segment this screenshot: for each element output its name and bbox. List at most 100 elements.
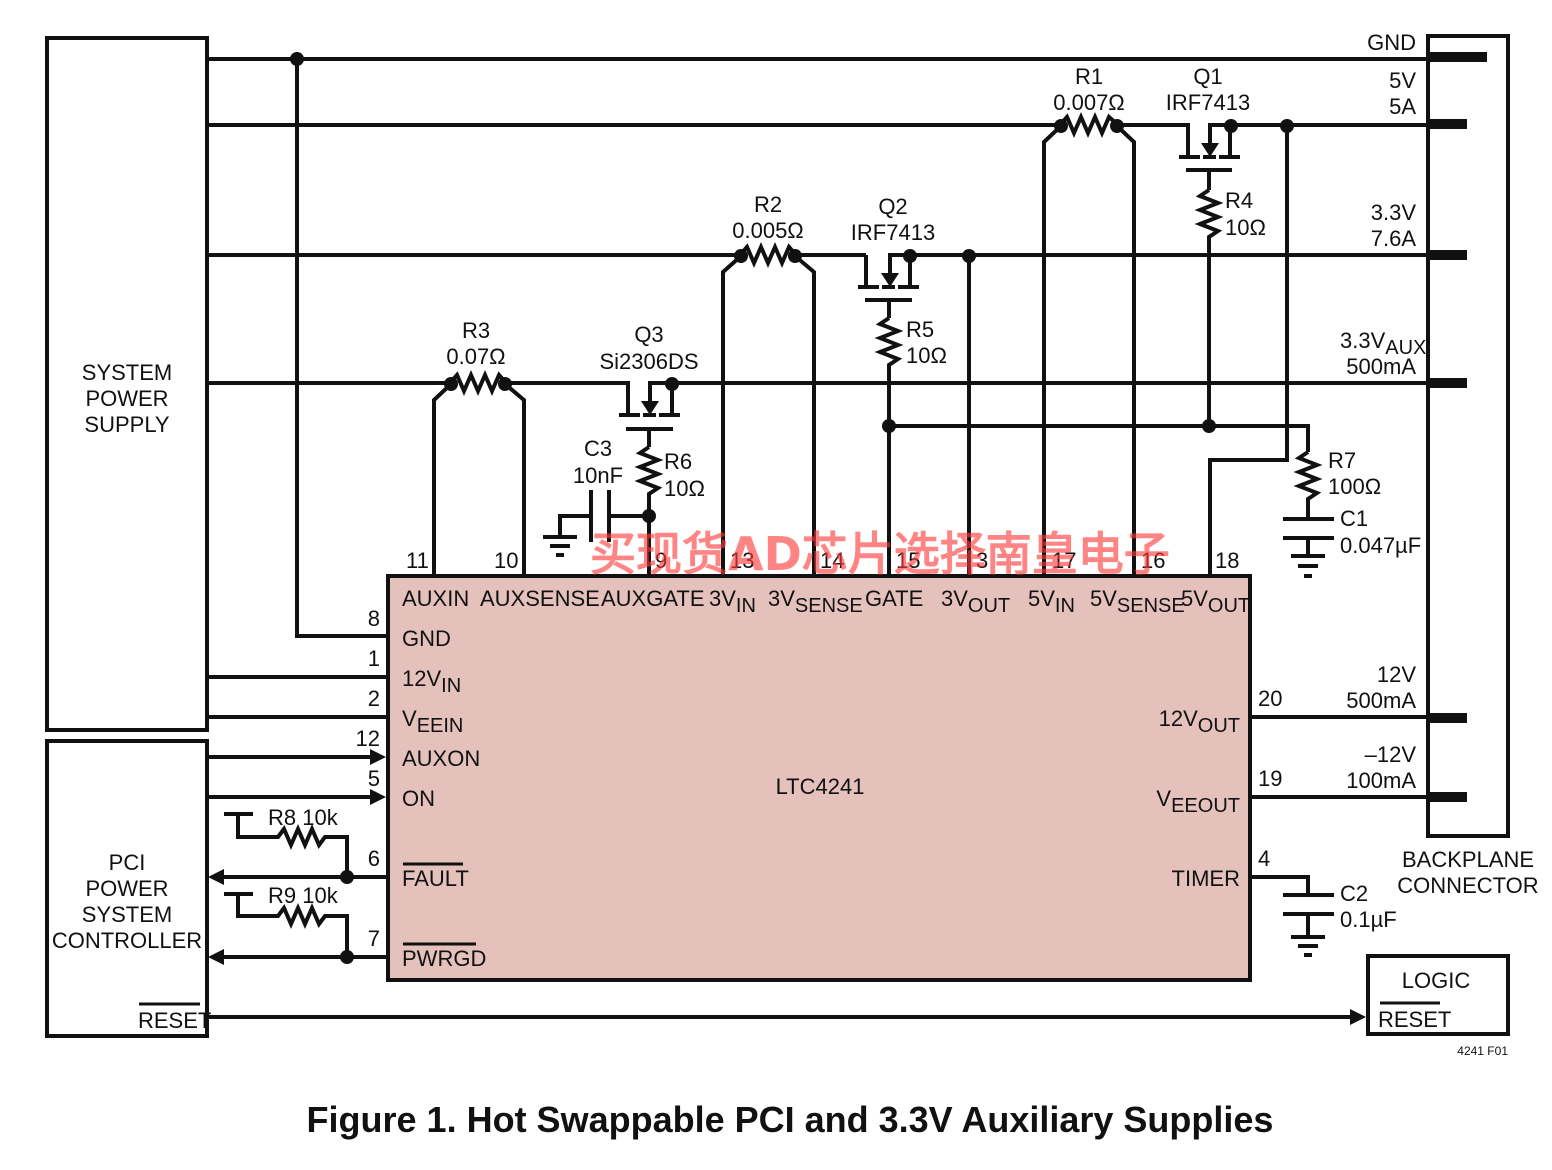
- system-power-supply-label-3: SUPPLY: [84, 412, 170, 437]
- pin-label-on: ON: [402, 786, 435, 811]
- pin-number: 2: [368, 686, 380, 711]
- r2-sense-wire-left: [721, 254, 743, 575]
- chip-name: LTC4241: [776, 774, 865, 799]
- pin-label-auxon: AUXON: [402, 746, 480, 771]
- r1-value: 0.007Ω: [1053, 90, 1125, 115]
- r6-ref: R6: [664, 449, 692, 474]
- arrow-right-icon: [370, 789, 386, 805]
- r7-value: 100Ω: [1328, 474, 1381, 499]
- pin-number: 5: [368, 766, 380, 791]
- ground-icon: [1291, 554, 1325, 578]
- pci-controller-label-1: PCI: [109, 850, 146, 875]
- junction-dot: [1224, 119, 1238, 133]
- rail-label-3v3aux: 3.3VAUX: [1340, 328, 1426, 359]
- pin-label-veeout: VEEOUT: [1156, 786, 1240, 817]
- ground-icon: [543, 535, 577, 557]
- c3-ref: C3: [584, 436, 612, 461]
- c1-capacitor: [1283, 517, 1334, 556]
- figure-caption: Figure 1. Hot Swappable PCI and 3.3V Aux…: [307, 1099, 1274, 1140]
- pci-controller-label-4: CONTROLLER: [52, 928, 202, 953]
- r5-ref: R5: [906, 317, 934, 342]
- arrow-left-icon: [208, 869, 224, 885]
- rail-label-5v: 5V: [1389, 68, 1416, 93]
- r5-resistor: [874, 316, 904, 575]
- c3-value: 10nF: [573, 463, 623, 488]
- pin-number: 4: [1258, 846, 1270, 871]
- arrow-right-icon: [1350, 1009, 1366, 1025]
- r4-resistor: [1194, 188, 1224, 426]
- r3-sense-wire-right: [503, 382, 526, 575]
- pin-number: 1: [368, 646, 380, 671]
- r1-sense-wire-right: [1115, 124, 1136, 575]
- watermark-text: 买现货AD芯片选择南皇电子: [590, 527, 1170, 581]
- pin-number: 19: [1258, 766, 1282, 791]
- r2-value: 0.005Ω: [732, 218, 804, 243]
- logic-label: LOGIC: [1402, 968, 1471, 993]
- rail-label-12v: 12V: [1377, 662, 1416, 687]
- pin-label-3vout: 3VOUT: [941, 586, 1010, 617]
- r5-value: 10Ω: [906, 343, 947, 368]
- pin-label-12vin: 12VIN: [402, 666, 461, 697]
- c3-capacitor: [558, 490, 649, 542]
- ltc4241-chip: [386, 574, 1252, 982]
- rail-label-3v3-current: 7.6A: [1371, 226, 1417, 251]
- pin-label-fault: FAULT: [402, 866, 469, 891]
- pin-number: 12: [356, 726, 380, 751]
- pin-label-3vsense: 3VSENSE: [768, 586, 863, 617]
- rail-label-12v-current: 500mA: [1346, 688, 1416, 713]
- r3-ref: R3: [462, 318, 490, 343]
- system-power-supply-label-1: SYSTEM: [82, 360, 172, 385]
- backplane-label-1: BACKPLANE: [1402, 847, 1534, 872]
- c2-capacitor: [1283, 893, 1334, 937]
- arrow-right-icon: [370, 749, 386, 765]
- pin-number: 9: [655, 548, 667, 573]
- logic-block: [1366, 954, 1510, 1036]
- rail-label-neg12v-current: 100mA: [1346, 768, 1416, 793]
- r7-resistor: [1293, 450, 1323, 519]
- q3-ref: Q3: [634, 322, 663, 347]
- r8-resistor: [236, 814, 349, 877]
- backplane-connector-block: [1426, 34, 1510, 838]
- pin-number: 6: [368, 846, 380, 871]
- timer-wire: [1250, 875, 1310, 895]
- r1-ref: R1: [1075, 64, 1103, 89]
- pin-label-5vsense: 5VSENSE: [1090, 586, 1185, 617]
- pin-number: 15: [896, 548, 920, 573]
- pin-label-gate: GATE: [865, 586, 923, 611]
- rail-label-3v3: 3.3V: [1371, 200, 1417, 225]
- pci-power-system-controller-block: [45, 739, 209, 1038]
- pci-controller-reset-label: RESET: [138, 1008, 211, 1033]
- r7-ref: R7: [1328, 448, 1356, 473]
- pin-label-veein: VEEIN: [402, 706, 463, 737]
- r4-ref: R4: [1225, 188, 1253, 213]
- r1-sense-wire-left: [1042, 124, 1063, 575]
- pin-label-12vout: 12VOUT: [1159, 706, 1240, 737]
- q1-ref: Q1: [1193, 64, 1222, 89]
- r8-label: R8 10k: [268, 805, 339, 830]
- 5vout-sense-wire: [1208, 125, 1289, 575]
- c2-ref: C2: [1340, 881, 1368, 906]
- pin-number: 16: [1141, 548, 1165, 573]
- r2-ref: R2: [754, 192, 782, 217]
- pin-label-auxin: AUXIN: [402, 586, 469, 611]
- pci-controller-label-3: SYSTEM: [82, 902, 172, 927]
- q2-mosfet: [858, 253, 919, 318]
- r9-resistor: [236, 894, 349, 957]
- pin-number: 7: [368, 926, 380, 951]
- figure-code: 4241 F01: [1457, 1044, 1508, 1058]
- pin-label-5vin: 5VIN: [1028, 586, 1075, 617]
- junction-dot: [665, 377, 679, 391]
- gnd-pin-wire: [295, 59, 388, 638]
- q3-value: Si2306DS: [599, 349, 698, 374]
- rail-label-5v-current: 5A: [1389, 94, 1416, 119]
- pin-label-pwrgd: PWRGD: [402, 946, 486, 971]
- r2-sense-wire-right: [793, 254, 816, 575]
- q3-mosfet: [619, 381, 680, 447]
- pin-number: 11: [406, 548, 429, 573]
- r3-sense-wire-left: [432, 382, 453, 575]
- pin-label-timer: TIMER: [1172, 866, 1240, 891]
- pin-number: 13: [730, 548, 754, 573]
- q1-value: IRF7413: [1166, 90, 1250, 115]
- c1-value: 0.047µF: [1340, 533, 1421, 558]
- pin-label-5vout: 5VOUT: [1181, 586, 1250, 617]
